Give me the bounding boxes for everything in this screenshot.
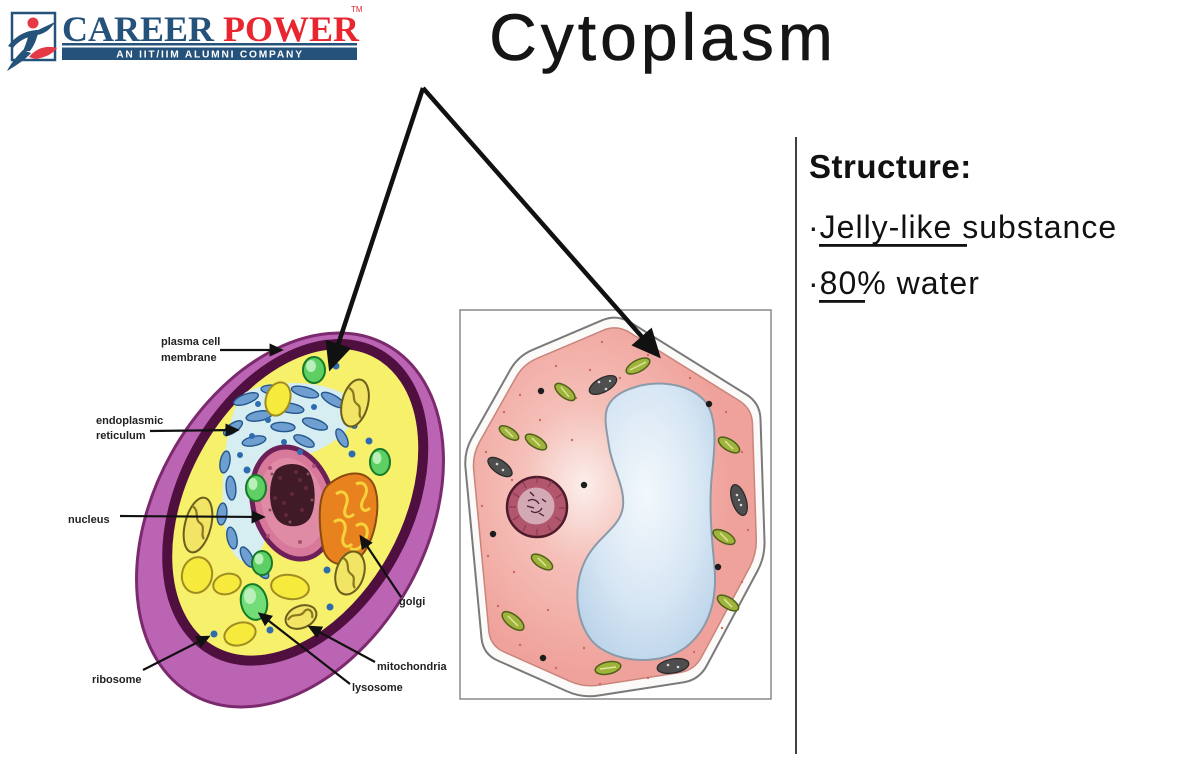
svg-text:reticulum: reticulum xyxy=(96,430,146,442)
svg-text:lysosome: lysosome xyxy=(352,682,403,694)
svg-text:membrane: membrane xyxy=(161,352,217,364)
svg-text:AN IIT/IIM ALUMNI COMPANY: AN IIT/IIM ALUMNI COMPANY xyxy=(116,50,304,61)
svg-text:·Jelly-like substance: ·Jelly-like substance xyxy=(808,209,1117,245)
svg-text:nucleus: nucleus xyxy=(68,514,110,526)
svg-text:·80% water: ·80% water xyxy=(808,265,980,301)
svg-text:mitochondria: mitochondria xyxy=(377,661,448,673)
svg-text:Cytoplasm: Cytoplasm xyxy=(489,0,837,74)
svg-text:endoplasmic: endoplasmic xyxy=(96,415,163,427)
svg-text:TM: TM xyxy=(351,5,363,14)
svg-text:Structure:: Structure: xyxy=(809,148,972,185)
svg-text:golgi: golgi xyxy=(399,596,425,608)
svg-text:CAREER POWER: CAREER POWER xyxy=(62,9,360,49)
svg-text:ribosome: ribosome xyxy=(92,674,142,686)
svg-text:plasma cell: plasma cell xyxy=(161,336,220,348)
